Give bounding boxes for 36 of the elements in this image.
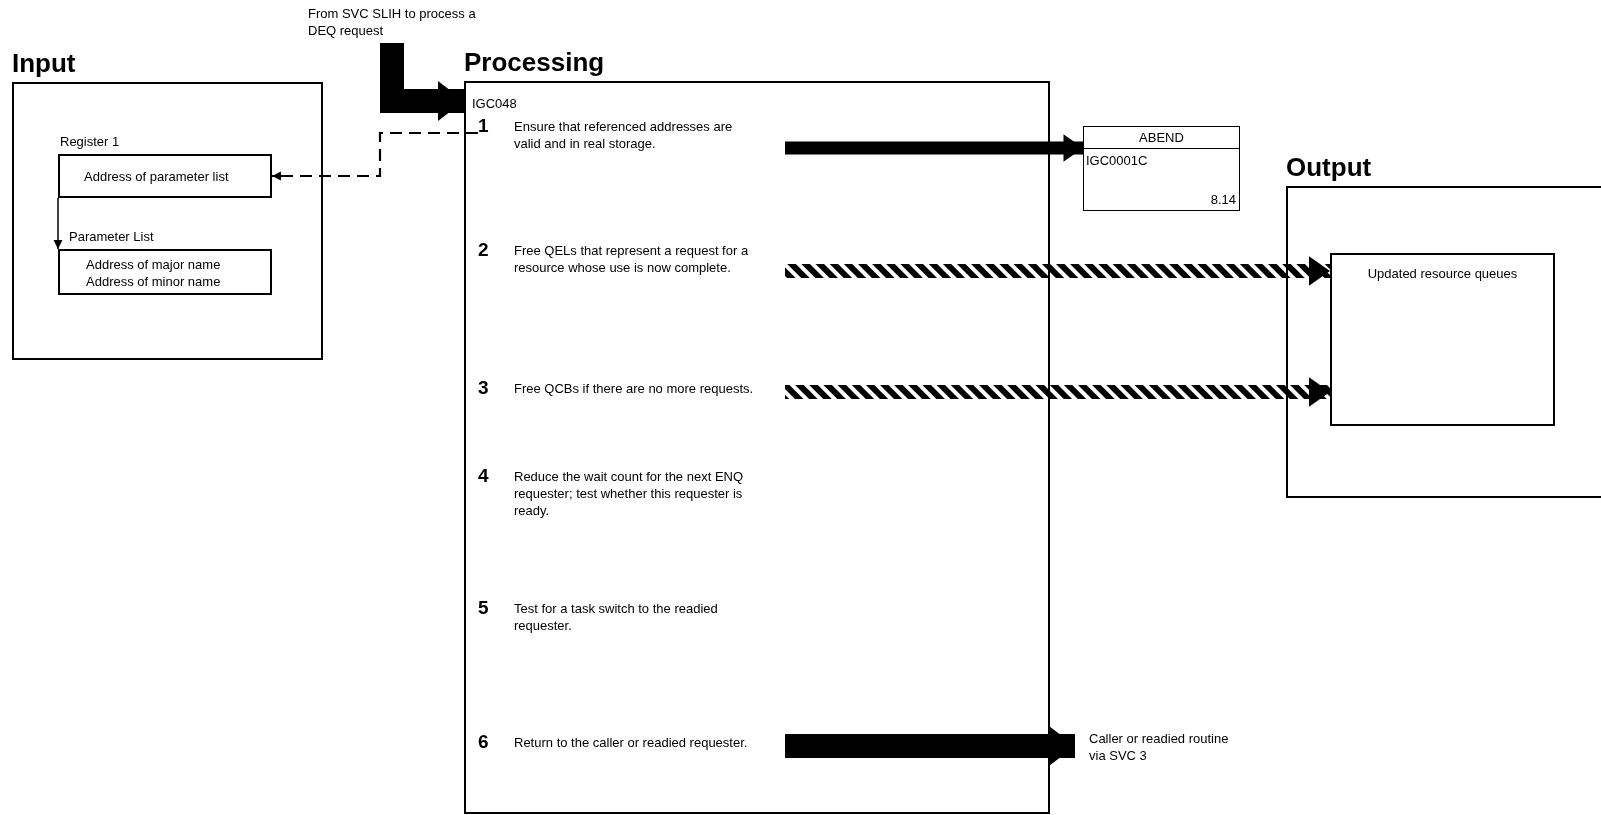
hatched-arrow <box>785 377 1330 407</box>
abend-header: ABEND <box>1084 127 1239 149</box>
step-number: 1 <box>478 115 489 137</box>
data-box <box>1330 253 1555 426</box>
wide-arrow <box>785 726 1075 766</box>
section-heading: Processing <box>464 47 605 77</box>
field-text: Address of minor name <box>86 273 222 290</box>
field-text: Address of major name <box>86 256 222 273</box>
hatched-arrow <box>785 256 1330 286</box>
step-text: Test for a task switch to the readied requester. <box>514 600 719 634</box>
box-label: Updated resource queues <box>1366 265 1519 282</box>
section-heading: Input <box>12 48 76 78</box>
step-number: 4 <box>478 465 489 487</box>
step-text: Ensure that referenced addresses are valid and in real storage. <box>514 118 734 152</box>
step-text: Free QCBs if there are no more requests. <box>514 380 755 397</box>
field-text: Address of parameter list <box>84 168 230 185</box>
module-name: IGC0001C <box>1085 152 1149 170</box>
step-number: 2 <box>478 239 489 261</box>
step-number: 3 <box>478 377 489 399</box>
step-text: Reduce the wait count for the next ENQ requester; test whether this requester is ready. <box>514 468 745 519</box>
box-label: Register 1 <box>60 133 120 150</box>
module-name: IGC048 <box>472 95 517 112</box>
note-text: From SVC SLIH to process a DEQ request <box>308 5 493 43</box>
abend-box <box>1083 126 1240 211</box>
box-label: Parameter List <box>69 228 154 245</box>
note-text: Caller or readied routine via SVC 3 <box>1075 730 1235 770</box>
step-text: Return to the caller or readied requester. <box>514 734 749 751</box>
step-number: 6 <box>478 731 489 753</box>
wide-arrow <box>380 43 464 121</box>
wide-arrow <box>785 134 1083 162</box>
arrow <box>53 197 63 250</box>
step-text: Free QELs that represent a request for a resource whose use is now complete. <box>514 242 750 276</box>
page-reference: 8.14 <box>1210 191 1236 208</box>
section-heading: Output <box>1286 152 1372 182</box>
step-number: 5 <box>478 597 489 619</box>
dashed-arrow <box>272 131 478 181</box>
